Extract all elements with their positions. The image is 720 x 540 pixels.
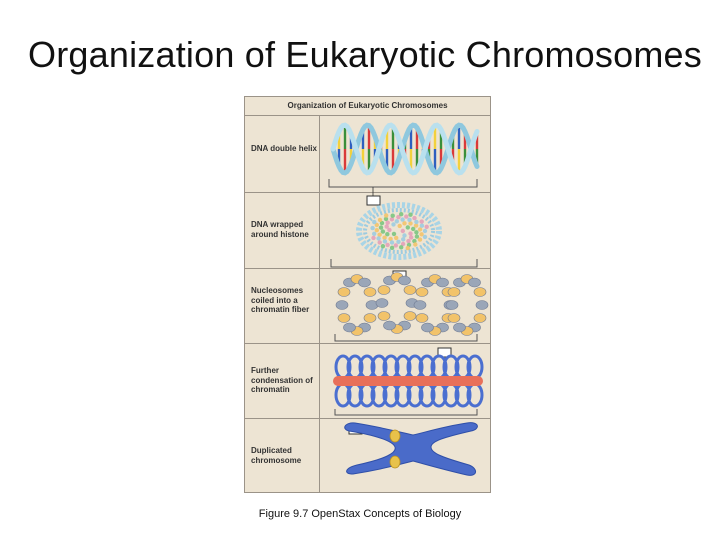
condensed-chromatin-icon — [333, 354, 484, 408]
row-divider — [245, 343, 490, 344]
figure-artwork — [328, 122, 489, 476]
row-divider — [245, 418, 490, 419]
nucleosome-icon — [356, 202, 442, 260]
row-label-nucleosomes: Nucleosomes coiled into a chromatin fibe… — [251, 286, 310, 314]
figure-header: Organization of Eukaryotic Chromosomes — [245, 97, 490, 116]
row-divider — [245, 268, 490, 269]
chromosome-icon — [344, 422, 478, 476]
chromatin-fiber-icon — [335, 272, 489, 336]
figure-panel: Organization of Eukaryotic Chromosomes D… — [244, 96, 491, 493]
zoom-bracket — [334, 409, 478, 416]
zoom-box — [437, 347, 452, 358]
figure-caption: Figure 9.7 OpenStax Concepts of Biology — [258, 508, 462, 520]
slide-title: Organization of Eukaryotic Chromosomes — [28, 34, 702, 75]
row-divider — [245, 192, 490, 193]
column-divider — [319, 116, 320, 492]
row-label-further-condensation: Further condensation of chromatin — [251, 366, 313, 394]
zoom-bracket — [330, 259, 478, 268]
row-label-dna-double-helix: DNA double helix — [251, 144, 317, 153]
row-label-dna-wrapped: DNA wrapped around histone — [251, 220, 309, 239]
zoom-bracket — [334, 334, 478, 342]
double-helix-icon — [330, 122, 480, 176]
zoom-bracket — [328, 179, 478, 188]
zoom-box — [366, 195, 381, 206]
row-label-duplicated-chromosome: Duplicated chromosome — [251, 446, 302, 465]
